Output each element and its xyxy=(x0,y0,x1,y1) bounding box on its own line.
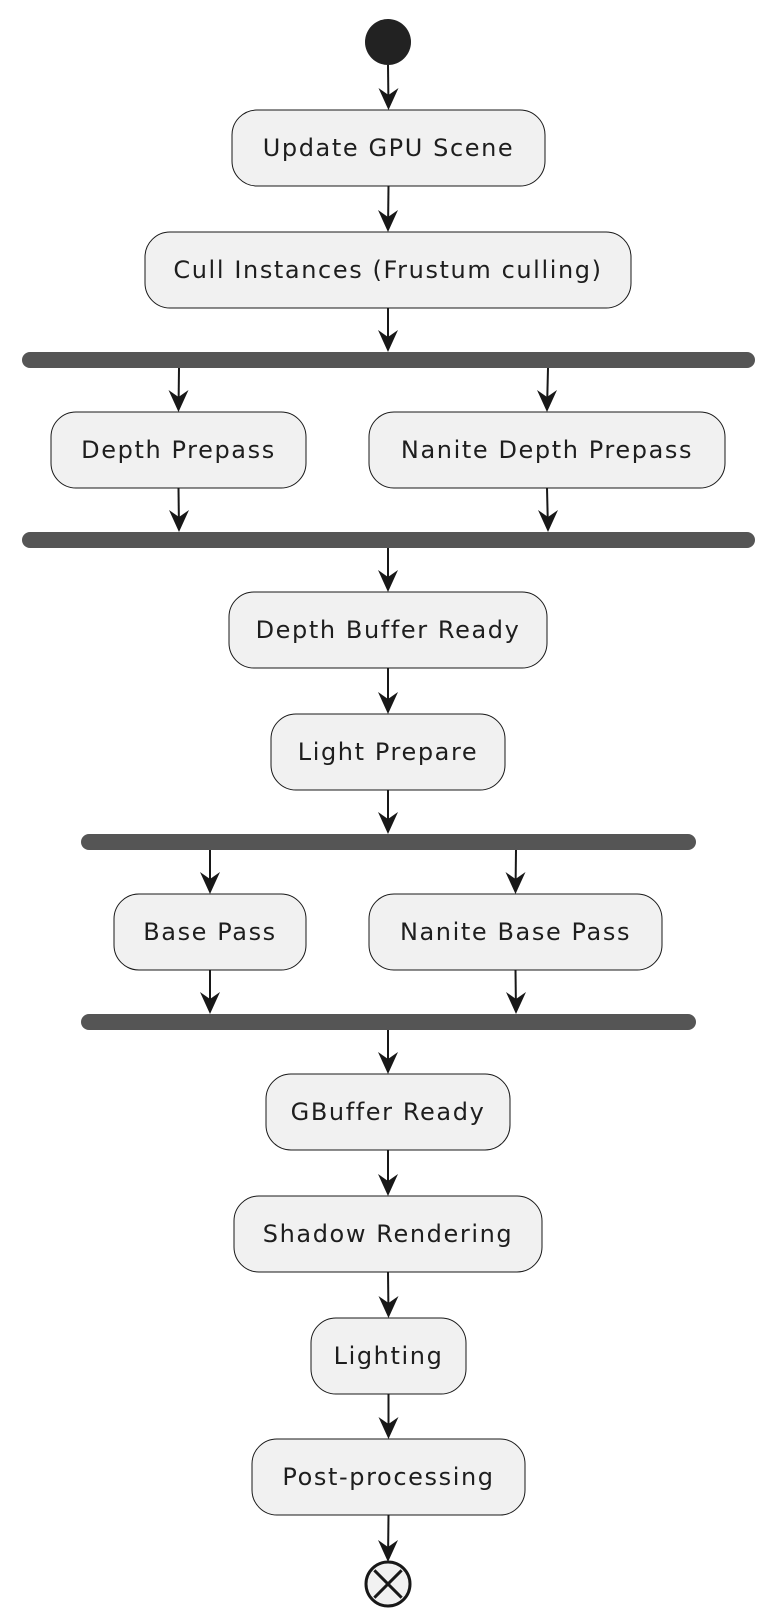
node-label: GBuffer Ready xyxy=(291,1098,486,1126)
node-depth-prepass: Depth Prepass xyxy=(50,411,307,489)
node-label: Shadow Rendering xyxy=(263,1220,513,1248)
edge-join-2-to-gbuffer-ready xyxy=(378,1030,398,1074)
node-update-gpu-scene: Update GPU Scene xyxy=(231,109,546,187)
fork-1-bar xyxy=(22,352,755,368)
edge-update-gpu-scene-to-cull-instances xyxy=(378,185,398,232)
edge-shadow-rendering-to-lighting xyxy=(378,1271,399,1318)
join-2-bar xyxy=(81,1014,696,1030)
node-gbuffer-ready: GBuffer Ready xyxy=(265,1073,511,1151)
node-label: Base Pass xyxy=(143,918,277,946)
terminals xyxy=(364,19,412,1608)
edge-post-processing-to-end xyxy=(378,1514,398,1562)
edge-nanite-depth-prepass-to-join-1 xyxy=(538,487,558,532)
node-label: Nanite Depth Prepass xyxy=(401,436,693,464)
node-label: Light Prepare xyxy=(298,738,479,766)
edge-nanite-base-pass-to-join-2 xyxy=(506,969,526,1014)
edge-fork-1-to-nanite-depth-prepass xyxy=(537,367,557,412)
node-depth-buffer-ready: Depth Buffer Ready xyxy=(228,591,548,669)
node-label: Depth Buffer Ready xyxy=(256,616,521,644)
edge-base-pass-to-join-2 xyxy=(200,970,220,1014)
node-nanite-depth-prepass: Nanite Depth Prepass xyxy=(368,411,726,489)
start-node xyxy=(365,19,411,65)
node-label: Post-processing xyxy=(282,1463,494,1491)
node-label: Cull Instances (Frustum culling) xyxy=(173,256,602,284)
node-cull-instances: Cull Instances (Frustum culling) xyxy=(144,231,632,309)
node-label: Nanite Base Pass xyxy=(400,918,631,946)
node-label: Lighting xyxy=(334,1342,444,1370)
node-label: Update GPU Scene xyxy=(263,134,515,162)
edge-fork-1-to-depth-prepass xyxy=(168,367,189,412)
edge-gbuffer-ready-to-shadow-rendering xyxy=(378,1150,398,1196)
edge-depth-buffer-ready-to-light-prepare xyxy=(378,668,398,714)
node-nanite-base-pass: Nanite Base Pass xyxy=(368,893,663,971)
edge-fork-2-to-base-pass xyxy=(200,850,220,894)
fork-2-bar xyxy=(81,834,696,850)
edge-light-prepare-to-fork-2 xyxy=(378,790,398,834)
node-lighting: Lighting xyxy=(310,1317,467,1395)
edge-start-to-update-gpu-scene xyxy=(378,64,399,110)
node-shadow-rendering: Shadow Rendering xyxy=(233,1195,543,1273)
edge-lighting-to-post-processing xyxy=(378,1394,399,1439)
edge-cull-instances-to-fork-1 xyxy=(378,308,398,352)
join-1-bar xyxy=(22,532,755,548)
fork-join-bars xyxy=(22,352,755,1030)
node-light-prepare: Light Prepare xyxy=(270,713,506,791)
edge-fork-2-to-nanite-base-pass xyxy=(505,849,526,894)
node-base-pass: Base Pass xyxy=(113,893,307,971)
edges-layer xyxy=(168,64,558,1562)
edge-join-1-to-depth-buffer-ready xyxy=(378,548,398,592)
node-label: Depth Prepass xyxy=(81,436,276,464)
node-post-processing: Post-processing xyxy=(251,1438,526,1516)
edge-depth-prepass-to-join-1 xyxy=(169,487,189,532)
end-node xyxy=(364,1560,412,1608)
